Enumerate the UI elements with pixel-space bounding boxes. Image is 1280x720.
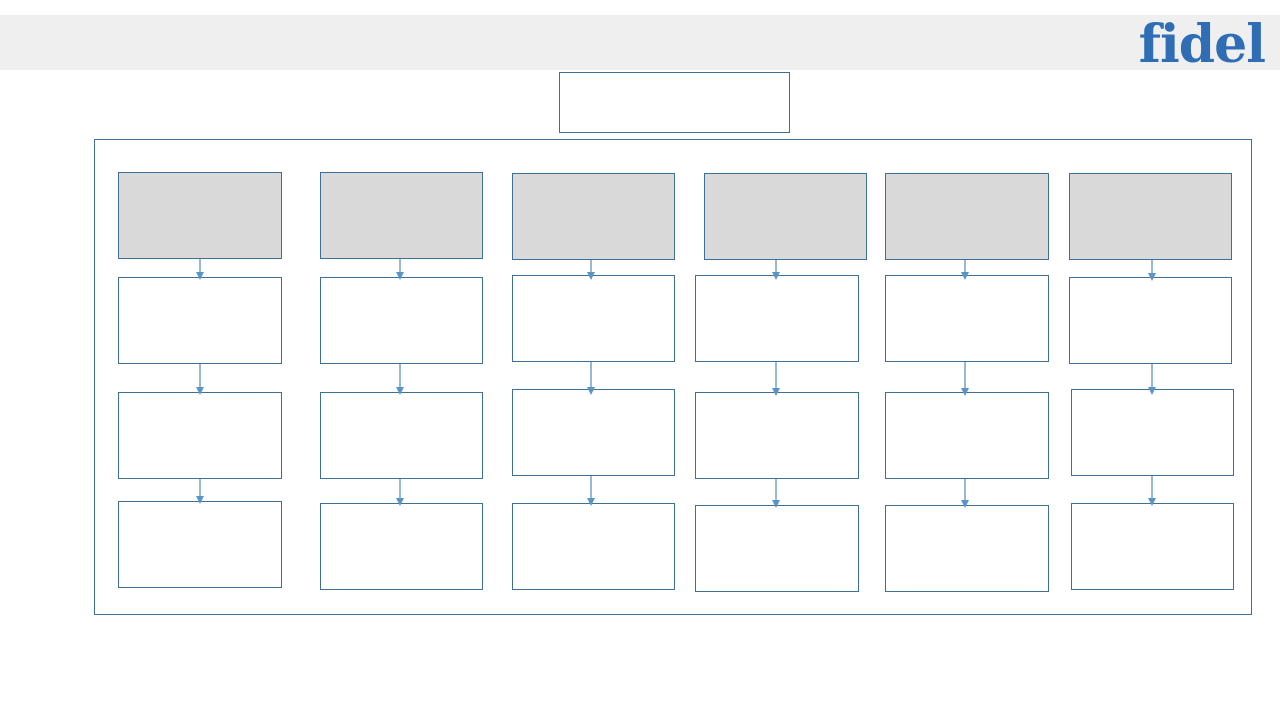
fidel-logo: fidel — [1138, 14, 1266, 75]
column-3-step-3 — [512, 503, 675, 590]
column-5-step-2 — [885, 392, 1049, 479]
column-3-step-2 — [512, 389, 675, 476]
column-1-step-3 — [118, 501, 282, 588]
column-4-step-1 — [695, 275, 859, 362]
column-2-step-1 — [320, 277, 483, 364]
column-2-header — [320, 172, 483, 259]
column-5-step-3 — [885, 505, 1049, 592]
column-6-step-3 — [1071, 503, 1234, 590]
diagram-frame — [94, 139, 1252, 615]
header-band — [0, 15, 1280, 70]
column-5-step-1 — [885, 275, 1049, 362]
column-5-header — [885, 173, 1049, 260]
column-1-step-2 — [118, 392, 282, 479]
column-1-step-1 — [118, 277, 282, 364]
column-4-header — [704, 173, 867, 260]
column-6-step-2 — [1071, 389, 1234, 476]
column-2-step-3 — [320, 503, 483, 590]
column-4-step-2 — [695, 392, 859, 479]
diagram-title-box — [559, 72, 790, 133]
column-3-step-1 — [512, 275, 675, 362]
column-3-header — [512, 173, 675, 260]
column-4-step-3 — [695, 505, 859, 592]
column-6-step-1 — [1069, 277, 1232, 364]
column-2-step-2 — [320, 392, 483, 479]
column-6-header — [1069, 173, 1232, 260]
column-1-header — [118, 172, 282, 259]
